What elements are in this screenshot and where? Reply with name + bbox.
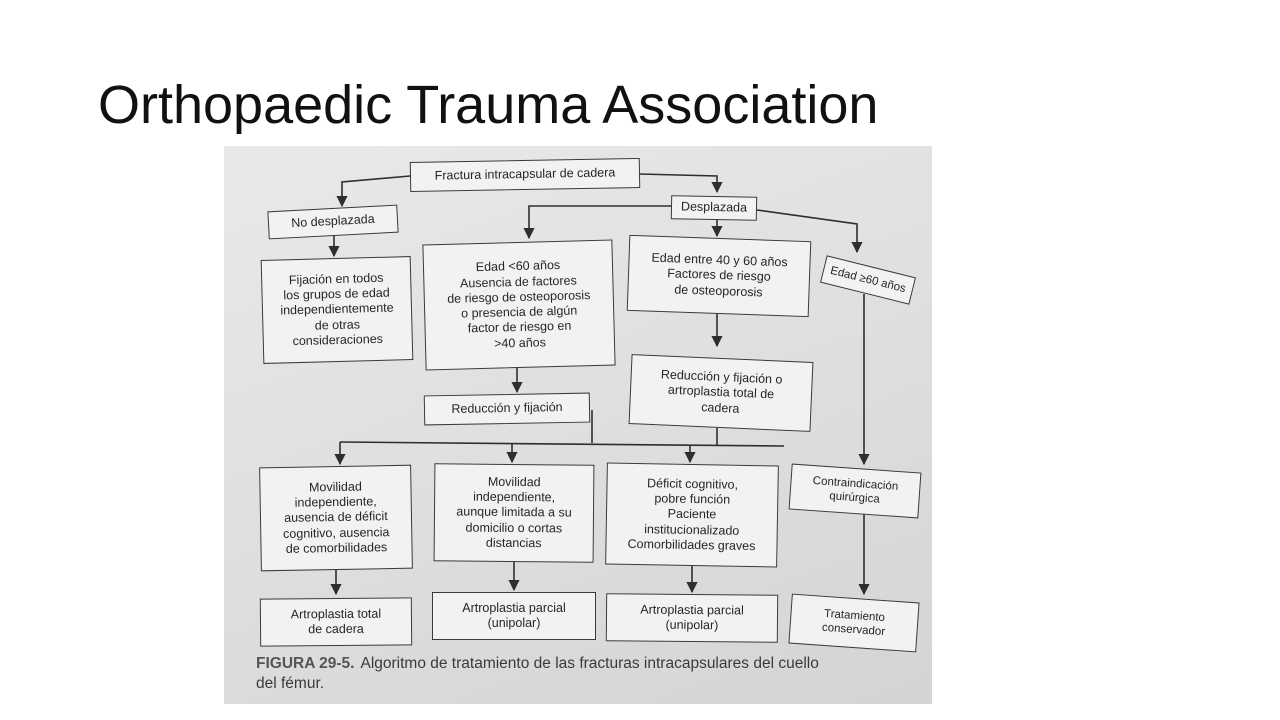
reduction-fixation-node: Reducción y fijación [423,392,591,426]
cognitive-deficit-node: Déficit cognitivo, pobre función Pacient… [605,462,779,568]
flowchart-connectors [328,173,870,596]
displaced-node: Desplazada [670,195,758,221]
non-displaced-treatment-node: Fijación en todos los grupos de edad ind… [260,256,414,364]
conservative-treatment-node: Tratamiento conservador [788,593,920,653]
partial-arthroplasty-node-1: Artroplastia parcial (unipolar) [432,592,596,640]
caption-text: Algoritmo de tratamiento de las fractura… [256,655,819,693]
figure-caption: FIGURA 29-5.Algoritmo de tratamiento de … [256,654,932,694]
age-40-60-node: Edad entre 40 y 60 años Factores de ries… [626,234,812,318]
mobility-limited-node: Movilidad independiente, aunque limitada… [433,463,595,563]
flowchart-photo: Fractura intracapsular de cadera No desp… [224,146,932,704]
slide-title: Orthopaedic Trauma Association [98,75,879,135]
caption-label: FIGURA 29-5. [256,655,355,672]
partial-arthroplasty-node-2: Artroplastia parcial (unipolar) [605,593,779,643]
reduction-or-arthroplasty-node: Reducción y fijación o artroplastia tota… [628,354,814,432]
mobility-independent-node: Movilidad independiente, ausencia de déf… [259,464,413,572]
total-hip-arthroplasty-node: Artroplastia total de cadera [259,597,413,647]
age-under-60-node: Edad <60 años Ausencia de factores de ri… [422,239,616,371]
root-node: Fractura intracapsular de cadera [409,157,641,193]
surgical-contraindication-node: Contraindicación quirúrgica [788,463,922,519]
